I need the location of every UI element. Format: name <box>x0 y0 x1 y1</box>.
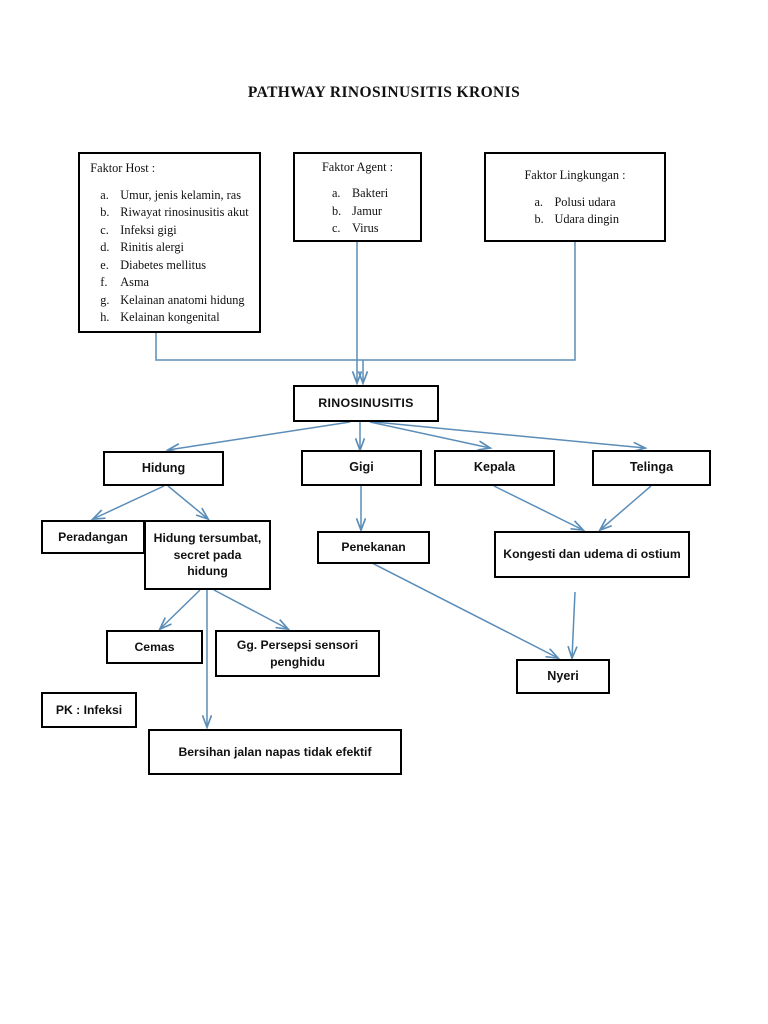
node-peradangan-label: Peradangan <box>58 529 128 544</box>
node-nyeri: Nyeri <box>516 659 610 694</box>
list-item: a.Bakteri <box>331 186 389 201</box>
node-hidung-label: Hidung <box>141 460 186 475</box>
edge-hidung-hidungtersumbat <box>167 485 208 519</box>
list-item: c.Infeksi gigi <box>100 222 177 237</box>
edge-hidung-peradangan <box>93 485 165 519</box>
edge-kepala-kongesti <box>493 485 583 530</box>
node-cemas: Cemas <box>106 630 203 664</box>
node-kepala: Kepala <box>434 450 555 486</box>
list-item: a.Umur, jenis kelamin, ras <box>100 187 242 202</box>
node-gigi-label: Gigi <box>349 460 374 475</box>
node-pk-infeksi-label: PK : Infeksi <box>55 702 123 717</box>
edge-hidungtersumbat-ggpersepsi <box>213 589 288 629</box>
node-bersihan-label: Bersihan jalan napas tidak efektif <box>178 744 372 759</box>
node-hidung-tersumbat-label: Hidung tersumbat, secret pada hidung <box>153 530 262 579</box>
list-item: e.Diabetes mellitus <box>100 257 206 272</box>
node-kongesti-label: Kongesti dan udema di ostium <box>503 547 681 562</box>
node-telinga: Telinga <box>592 450 711 486</box>
edge-rinosinusitis-kepala <box>369 421 490 448</box>
node-penekanan: Penekanan <box>317 531 430 564</box>
edge-host-to-bus <box>155 333 363 361</box>
list-item: g.Kelainan anatomi hidung <box>100 292 245 307</box>
edge-rinosinusitis-hidung <box>168 421 351 450</box>
node-bersihan: Bersihan jalan napas tidak efektif <box>148 729 402 775</box>
node-gigi: Gigi <box>301 450 422 486</box>
list-item: a.Polusi udara <box>534 194 616 209</box>
faktor-lingkungan-heading: Faktor Lingkungan : <box>524 168 626 183</box>
node-pk-infeksi: PK : Infeksi <box>41 692 137 728</box>
node-cemas-label: Cemas <box>134 639 175 654</box>
node-gg-persepsi: Gg. Persepsi sensori penghidu <box>215 630 380 677</box>
list-item: h.Kelainan kongenital <box>100 310 220 325</box>
node-telinga-label: Telinga <box>629 460 674 475</box>
factor-box-faktor-host: Faktor Host : a.Umur, jenis kelamin, ras… <box>78 152 261 333</box>
edge-kongesti-nyeri <box>572 591 575 658</box>
faktor-agent-list: a.Bakteri b.Jamur c.Virus <box>322 185 393 237</box>
node-nyeri-label: Nyeri <box>547 668 579 683</box>
faktor-host-heading: Faktor Host : <box>90 161 156 176</box>
node-penekanan-label: Penekanan <box>341 540 406 555</box>
node-hidung-tersumbat: Hidung tersumbat, secret pada hidung <box>144 520 271 590</box>
node-hidung: Hidung <box>103 451 224 486</box>
list-item: d.Rinitis alergi <box>100 240 184 255</box>
page-title: PATHWAY RINOSINUSITIS KRONIS <box>247 84 521 101</box>
edge-lingkungan-to-bus <box>363 242 576 361</box>
list-item: b.Jamur <box>331 203 383 218</box>
faktor-agent-heading: Faktor Agent : <box>321 159 394 174</box>
list-item: b.Riwayat rinosinusitis akut <box>100 205 249 220</box>
list-item: b.Udara dingin <box>534 212 619 227</box>
factor-box-faktor-agent: Faktor Agent : a.Bakteri b.Jamur c.Virus <box>293 152 422 242</box>
node-peradangan: Peradangan <box>41 520 145 554</box>
faktor-host-list: a.Umur, jenis kelamin, ras b.Riwayat rin… <box>90 187 248 327</box>
edge-telinga-kongesti <box>600 485 652 530</box>
node-kepala-label: Kepala <box>473 460 516 475</box>
edge-hidungtersumbat-cemas <box>160 589 201 629</box>
factor-box-faktor-lingkungan: Faktor Lingkungan : a.Polusi udara b.Uda… <box>484 152 666 242</box>
faktor-lingkungan-list: a.Polusi udara b.Udara dingin <box>524 194 625 229</box>
node-rinosinusitis: RINOSINUSITIS <box>293 385 439 422</box>
node-kongesti: Kongesti dan udema di ostium <box>494 531 690 578</box>
list-item: c.Virus <box>331 220 379 235</box>
node-rinosinusitis-label: RINOSINUSITIS <box>318 395 414 410</box>
edge-rinosinusitis-telinga <box>373 421 645 448</box>
list-item: f.Asma <box>100 275 149 290</box>
node-gg-persepsi-label: Gg. Persepsi sensori penghidu <box>236 637 359 669</box>
